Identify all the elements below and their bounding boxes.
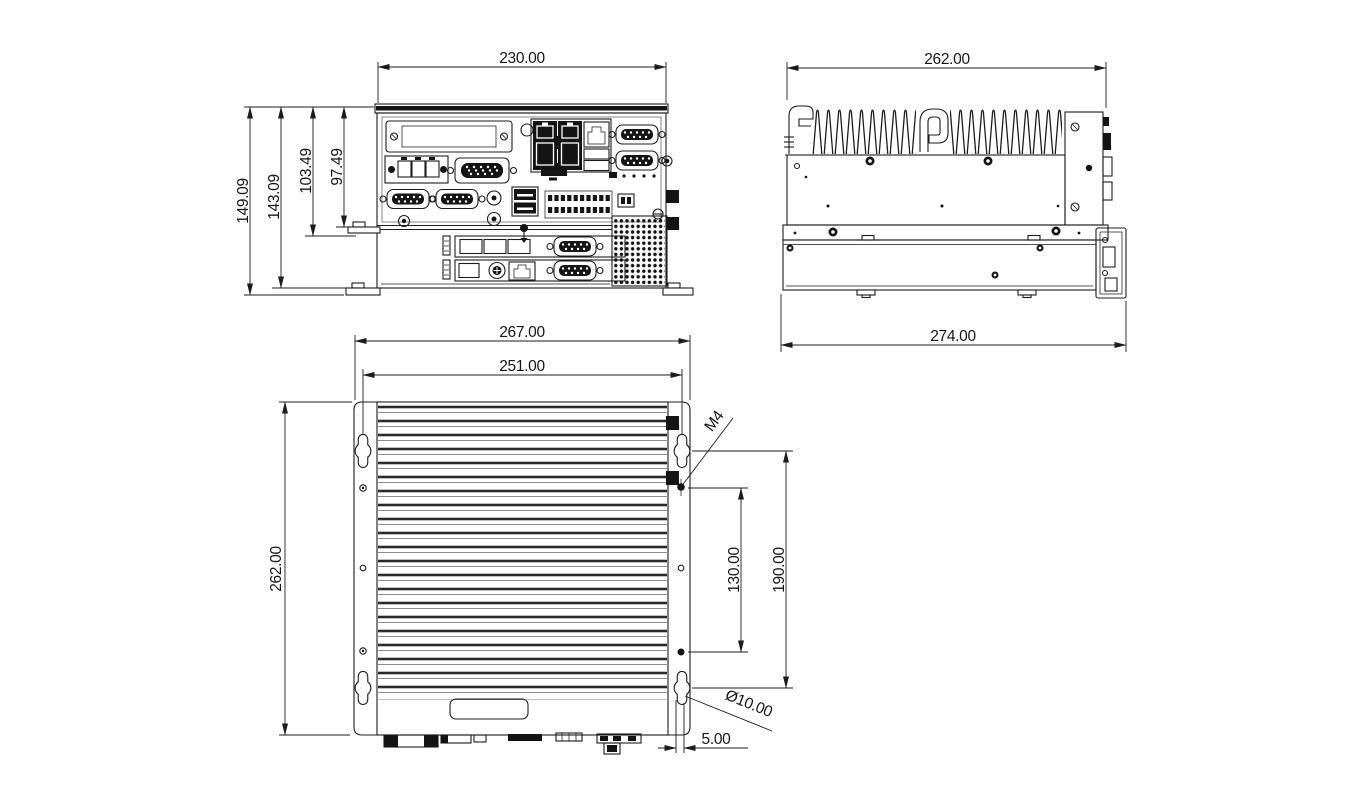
foot-bump-left [351, 282, 365, 289]
lan-port-module-1 [532, 120, 558, 171]
screw-hole-4 [359, 647, 367, 655]
status-leds [609, 172, 656, 178]
dim-side-bottom-label: 274.00 [930, 328, 976, 345]
foot-left [345, 287, 381, 296]
rear-tab [1103, 117, 1109, 126]
usb-stack [511, 186, 539, 217]
front-expansion-section [442, 215, 668, 287]
top-dim-mount-width: 251.00 [362, 358, 683, 437]
antenna-screw [661, 155, 673, 167]
side-dim-bottom: 274.00 [780, 294, 1127, 352]
top-dim-hole-span-inner: 130.00 [688, 487, 748, 653]
screw-hole-3 [677, 564, 685, 572]
front-dim-heights: 149.09 143.09 103.49 97.49 [235, 106, 374, 296]
edge-tab-2 [666, 471, 679, 485]
dim-hole-span-inner-label: 130.00 [726, 547, 743, 593]
dim-top-depth-label: 262.00 [268, 546, 285, 592]
side-tab-upper [666, 190, 679, 203]
mount-keyhole-br [673, 670, 691, 706]
mount-hook-left [788, 105, 814, 154]
side-expansion-section [782, 224, 1127, 299]
aux-connector [617, 193, 635, 208]
top-plate [353, 401, 691, 736]
side-tab-lower [666, 217, 679, 230]
lan-port-module-2 [557, 120, 583, 171]
edge-gap-label: 5.00 [702, 731, 732, 748]
clip-right [1027, 234, 1041, 241]
vent-grille [611, 215, 668, 287]
top-dim-depth: 262.00 [268, 401, 352, 736]
top-dim-width: 267.00 [354, 324, 691, 400]
cable-hook-middle [919, 108, 949, 152]
dim-front-width-label: 230.00 [499, 50, 545, 67]
top-dim-hole-span-outer: 190.00 [692, 450, 793, 689]
rear-connector-3 [1102, 181, 1113, 201]
dio-terminal [544, 190, 613, 219]
dp-latch [549, 177, 557, 181]
usb-port-a [583, 148, 610, 160]
heatsink-fins-right [950, 107, 1062, 155]
audio-jacks [486, 190, 502, 227]
side-foot-left [856, 289, 876, 296]
screw-hole-2 [359, 564, 367, 572]
expansion-slot-cover [385, 120, 513, 153]
power-button [397, 214, 411, 228]
top-view: 267.00 251.00 [268, 324, 793, 755]
mount-keyhole-tl [354, 433, 372, 469]
rear-end-cap [1095, 227, 1127, 299]
dim-front-upper-bracket-label: 103.49 [298, 148, 315, 194]
round-connector [488, 261, 506, 280]
usb-port-b [583, 159, 610, 172]
foot-right [662, 287, 694, 296]
heatsink [784, 105, 1065, 156]
dim-top-mount-width-label: 251.00 [499, 358, 545, 375]
dim-front-height-overall-label: 149.09 [235, 178, 252, 224]
bottom-edge-connectors [383, 732, 642, 755]
mount-keyhole-tr [673, 433, 691, 469]
screw-hole-1 [359, 484, 367, 492]
side-dim-top: 262.00 [786, 51, 1107, 108]
dim-hole-span-outer-label: 190.00 [771, 547, 788, 593]
rear-connector-2 [1102, 156, 1113, 177]
bracket-bump [352, 221, 366, 228]
foot-bump-right [667, 282, 681, 289]
mid-bracket [347, 226, 381, 234]
side-foot-right [1017, 289, 1037, 296]
mount-keyhole-bl [354, 670, 372, 706]
handle-recess [449, 698, 529, 720]
dim-front-upper-body-label: 97.49 [329, 148, 346, 185]
clip-left [861, 234, 875, 241]
dim-side-top-label: 262.00 [924, 51, 970, 68]
slot2-rj45 [508, 261, 536, 281]
front-view: 230.00 149.09 143.09 103.49 97.49 [235, 50, 694, 296]
dim-top-width-label: 267.00 [499, 324, 545, 341]
edge-tab-1 [666, 416, 679, 430]
front-chassis [345, 103, 694, 296]
front-dim-width: 230.00 [377, 50, 667, 103]
side-view: 262.00 [780, 51, 1127, 352]
heatsink-fins-left [812, 107, 916, 155]
top-fins [378, 404, 667, 700]
screw-hole-5 [677, 648, 685, 656]
edge-gap-dim: 5.00 [658, 700, 748, 753]
vga-port [446, 157, 518, 184]
dim-front-height-chassis-label: 143.09 [266, 174, 283, 220]
rear-connector-1 [1103, 133, 1111, 150]
